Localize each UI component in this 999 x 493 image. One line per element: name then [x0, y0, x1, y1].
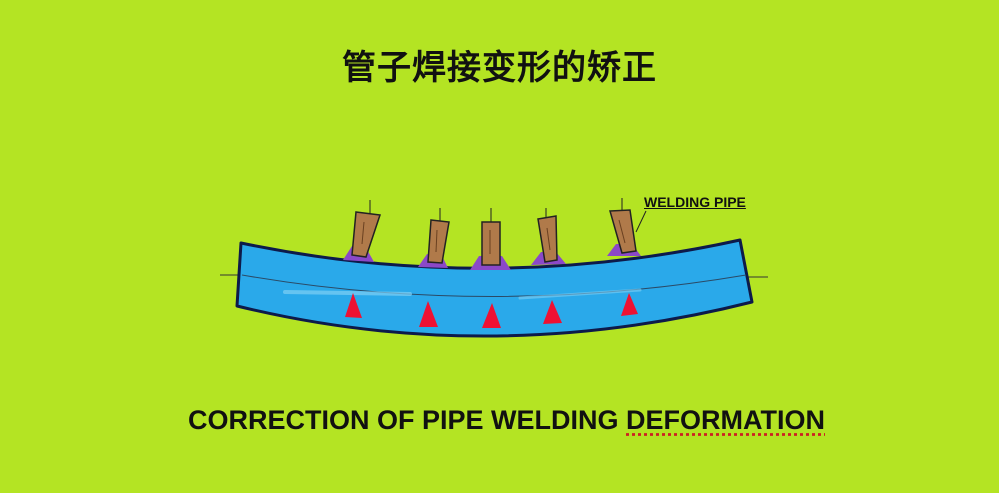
pipe-centerline	[241, 274, 747, 297]
english-title-main: CORRECTION OF PIPE WELDING	[188, 405, 627, 435]
english-title: CORRECTION OF PIPE WELDING DEFORMATION	[188, 405, 825, 436]
heat-triangle	[419, 301, 438, 327]
welding-pipe-label: WELDING PIPE	[644, 194, 746, 210]
heat-triangle	[482, 303, 501, 328]
english-title-tail: DEFORMATION	[626, 405, 825, 435]
page-title: 管子焊接变形的矫正	[342, 48, 657, 88]
branch-stub-4	[531, 208, 566, 265]
heat-triangle	[543, 300, 562, 324]
label-leader	[635, 210, 647, 233]
branch-stub-1	[343, 200, 382, 262]
branch-stub-3	[470, 208, 511, 270]
branch-stub-5	[607, 198, 641, 256]
pipe-highlight	[283, 290, 412, 296]
heat-triangle	[345, 293, 362, 318]
heat-triangle	[621, 293, 638, 316]
pipe-highlight	[518, 288, 642, 300]
branch-stub-2	[418, 208, 450, 268]
